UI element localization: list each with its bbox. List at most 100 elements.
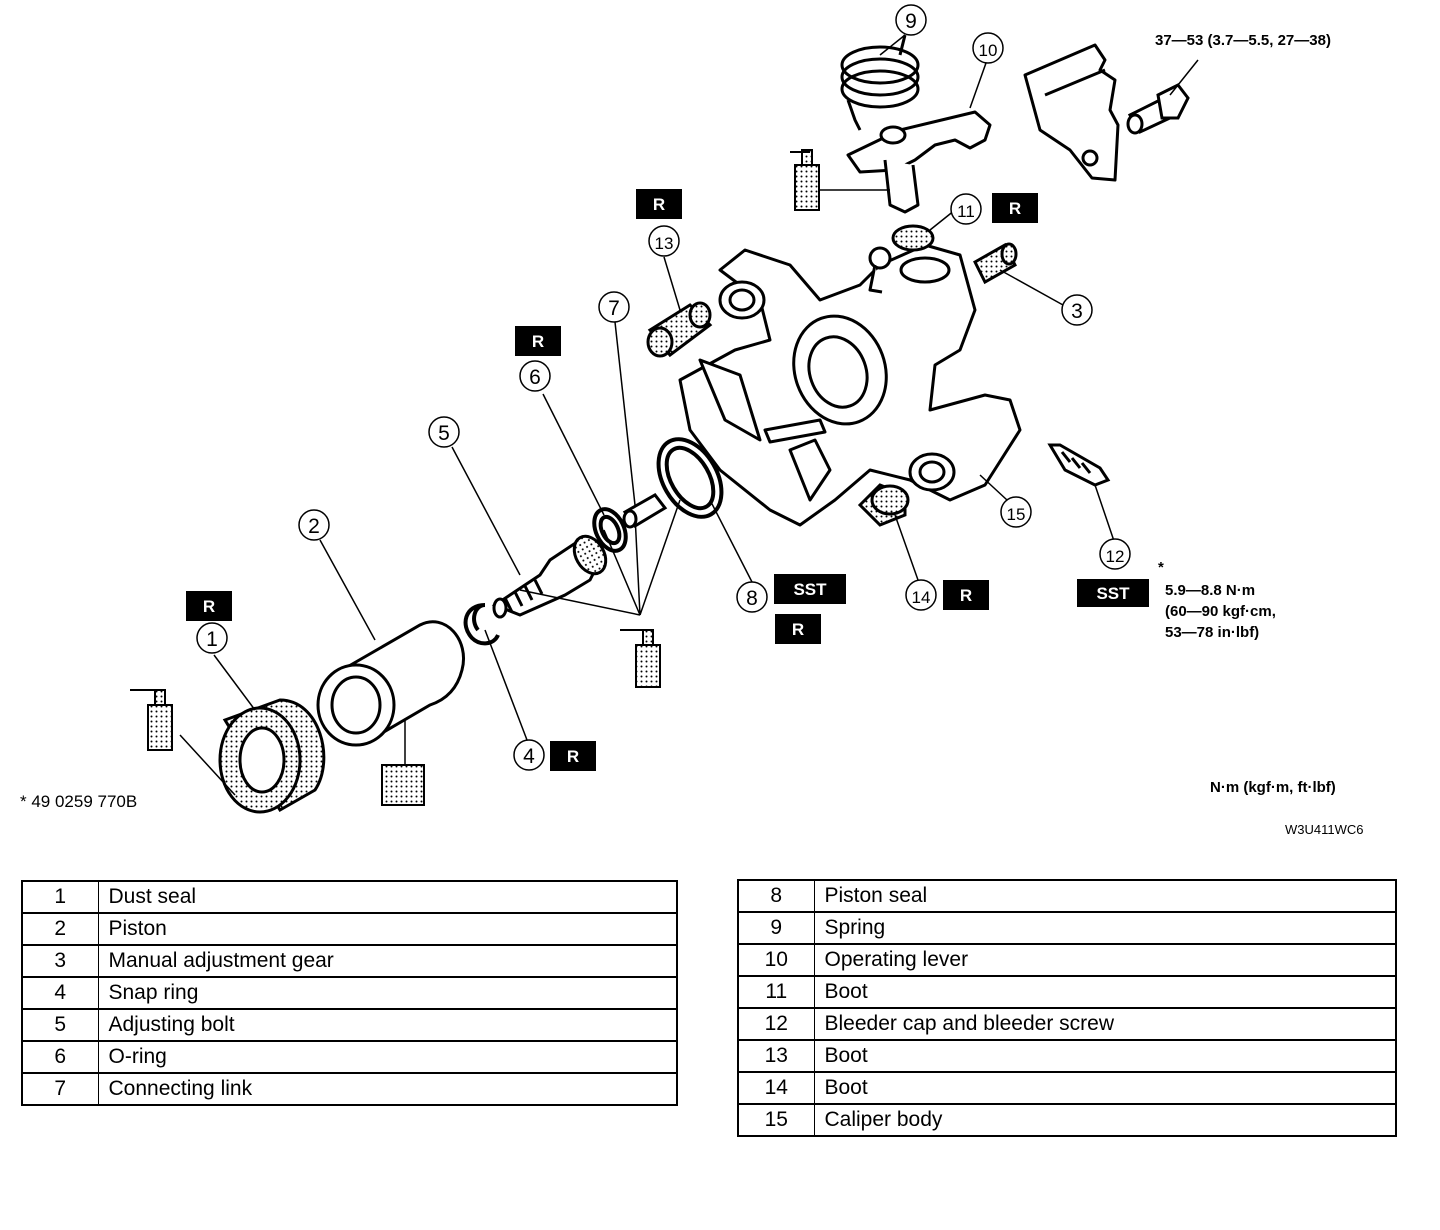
connecting-link-drawing [622,493,668,529]
bleeder-screw-drawing [1047,443,1111,487]
svg-text:9: 9 [905,10,917,33]
torque-bleeder-asterisk: * [1158,559,1164,576]
tag-sst-12: SST [1077,579,1149,607]
part-name: Boot [814,1039,1396,1073]
svg-text:1: 1 [206,628,218,651]
callout-6: 6 [519,360,551,392]
part-name: Snap ring [98,976,677,1010]
callout-4: 4 [513,739,545,771]
tag-r-1: R [186,591,232,621]
grease-tube-2-icon [790,149,820,211]
figure-code: W3U411WC6 [1285,822,1364,837]
part-name: Piston seal [814,879,1396,913]
tag-r-4: R [550,741,596,771]
svg-text:10: 10 [979,41,998,60]
callout-13: 13 [648,225,680,257]
svg-text:R: R [792,620,804,639]
svg-text:R: R [203,597,215,616]
svg-text:11: 11 [957,202,975,221]
part-number: 15 [738,1103,815,1137]
part-number: 14 [738,1071,815,1105]
svg-text:15: 15 [1007,505,1026,524]
svg-text:4: 4 [523,745,535,768]
tag-r-13: R [636,189,682,219]
svg-text:SST: SST [793,580,827,599]
part-name: O-ring [98,1040,677,1074]
leader-lines [179,34,1199,796]
part-number: 5 [22,1008,99,1042]
svg-text:12: 12 [1106,547,1125,566]
svg-text:6: 6 [529,366,541,389]
boot-11-drawing [891,224,935,252]
replace-tags: R R R R R R R SST SST [186,189,1149,771]
callout-9: 9 [895,4,927,36]
manual-adjustment-gear-drawing [973,242,1018,285]
svg-text:R: R [960,586,972,605]
exploded-caliper-diagram: 1 2 3 4 5 6 7 8 9 10 11 12 13 14 15 R R … [20,4,1364,837]
boot-13-drawing [646,301,713,358]
svg-text:R: R [567,747,579,766]
callout-5: 5 [428,416,460,448]
spring-drawing [840,34,920,131]
operating-lever-drawing [846,110,992,214]
svg-text:R: R [653,195,665,214]
grease-tube-icons [130,149,820,806]
callout-8: 8 [736,581,768,613]
piston-seal-drawing [656,437,724,519]
part-name: Caliper body [814,1103,1396,1137]
part-name: Boot [814,1071,1396,1105]
callout-2: 2 [298,509,330,541]
bracket-drawing [1023,43,1120,182]
callout-12: 12 [1099,538,1131,570]
svg-text:5: 5 [438,422,450,445]
tag-sst-8: SST [774,574,846,604]
callout-7: 7 [598,291,630,323]
torque-bracket-bolt: 37—53 (3.7—5.5, 27—38) [1155,32,1331,49]
part-number: 7 [22,1072,99,1106]
part-number: 9 [738,911,815,945]
svg-text:3: 3 [1071,300,1083,323]
part-name: Manual adjustment gear [98,944,677,978]
svg-text:R: R [1009,199,1021,218]
callout-14: 14 [905,579,937,611]
sst-note: * 49 0259 770B [20,792,137,811]
part-name: Bleeder cap and bleeder screw [814,1007,1396,1041]
svg-text:2: 2 [308,515,320,538]
grease-tube-1-icon [130,689,173,751]
part-name: Dust seal [98,880,677,914]
part-name: Connecting link [98,1072,677,1106]
dust-seal-drawing [218,698,326,814]
part-number: 6 [22,1040,99,1074]
part-name: Boot [814,975,1396,1009]
part-name: Operating lever [814,943,1396,977]
tag-r-6: R [515,326,561,356]
grease-tube-4-icon [381,764,425,806]
torque-bleeder-line1: 5.9—8.8 N·m [1165,582,1255,599]
caliper-body-drawing [678,243,1022,527]
tag-r-8: R [775,614,821,644]
svg-text:14: 14 [912,588,931,607]
part-number: 11 [738,975,815,1009]
part-number: 1 [22,880,99,914]
callouts: 1 2 3 4 5 6 7 8 9 10 11 12 13 14 15 [196,4,1131,771]
grease-tube-3-icon [620,629,661,688]
part-number: 3 [22,944,99,978]
svg-text:8: 8 [746,587,758,610]
boot-14-drawing [857,483,910,527]
callout-1: 1 [196,622,228,654]
